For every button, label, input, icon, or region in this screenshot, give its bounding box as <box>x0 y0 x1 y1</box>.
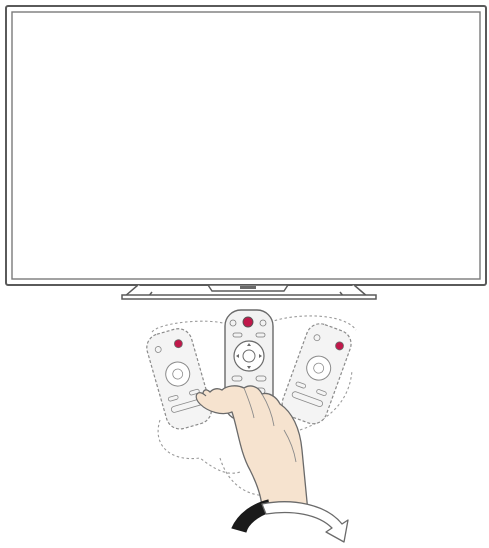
ok-button-icon <box>243 350 255 362</box>
tv-screen <box>12 12 480 279</box>
tv <box>6 6 486 299</box>
tv-logo <box>240 286 256 289</box>
rotate-arrow-icon <box>262 502 348 542</box>
remote-right <box>278 320 355 428</box>
power-button-icon <box>243 317 253 327</box>
remote-left <box>143 325 214 432</box>
